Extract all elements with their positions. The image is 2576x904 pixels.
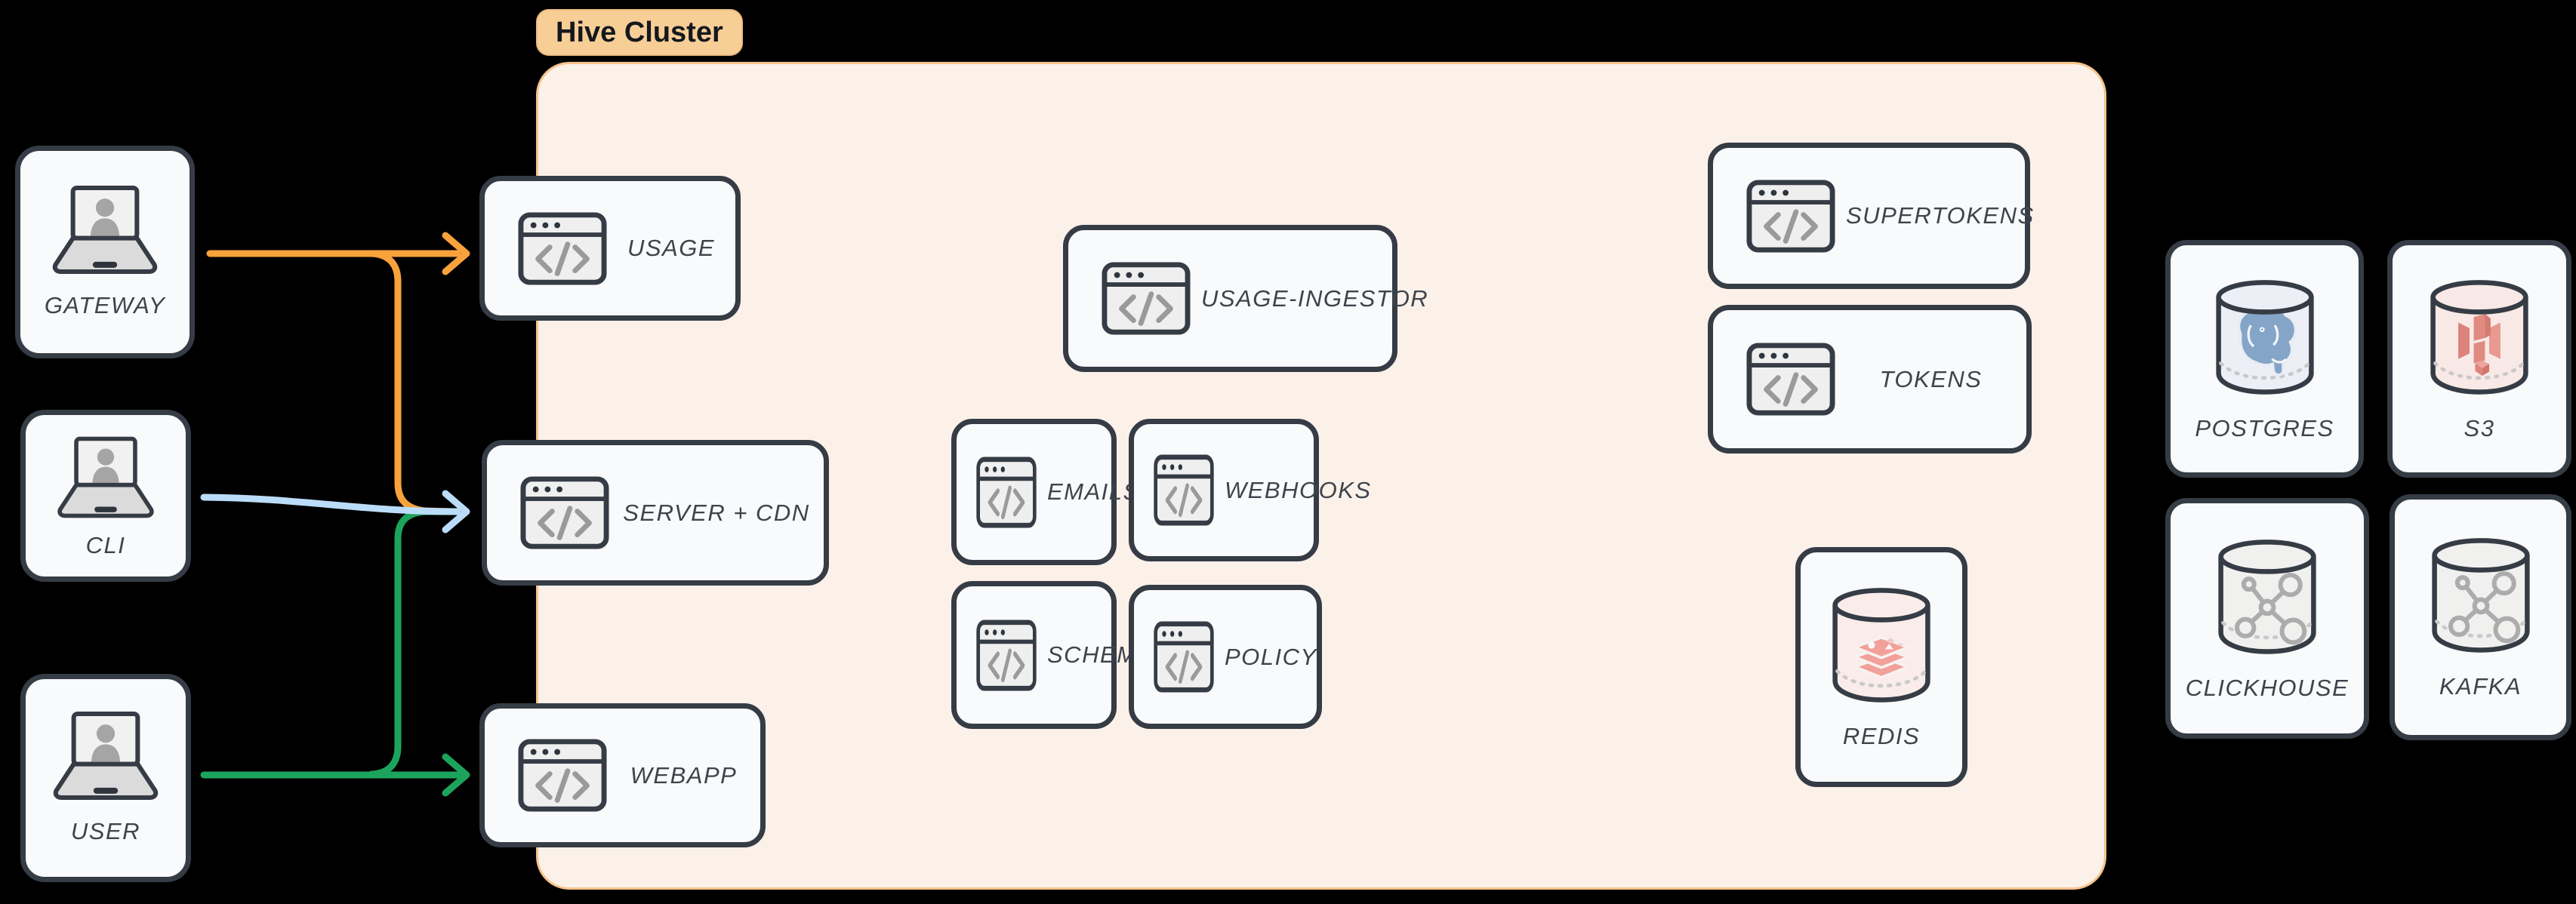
node-postgres: POSTGRES <box>2165 240 2364 478</box>
node-emails-label: EMAILS <box>1047 478 1140 505</box>
node-webhooks: WEBHOOKS <box>1129 419 1370 561</box>
node-cli-label: CLI <box>85 531 126 558</box>
laptop-user-icon <box>53 436 159 518</box>
node-gateway-label: GATEWAY <box>44 291 166 318</box>
code-window-icon <box>1746 343 1835 416</box>
arrow-cli-server-cdn <box>200 494 461 515</box>
code-window-icon <box>976 619 1037 691</box>
code-window-icon <box>976 456 1037 528</box>
node-tokens-label: TOKENS <box>1879 365 1983 392</box>
node-usage: USAGE <box>479 176 741 321</box>
laptop-user-icon <box>48 185 162 274</box>
node-cli: CLI <box>20 410 191 582</box>
node-user: USER <box>20 674 191 882</box>
node-kafka: KAFKA <box>2390 494 2571 740</box>
code-window-icon <box>520 476 609 549</box>
s3-database-icon <box>2427 276 2532 397</box>
arrow-user-server-cdn <box>368 508 455 778</box>
clickhouse-database-icon <box>2214 536 2320 656</box>
code-window-icon <box>1154 621 1214 693</box>
node-supertokens: SUPERTOKENS <box>1708 143 2033 289</box>
hive-cluster-badge-label: Hive Cluster <box>556 16 723 48</box>
node-usage-label: USAGE <box>627 235 716 261</box>
node-policy: POLICY <box>1129 585 1322 729</box>
node-emails: EMAILS <box>951 419 1139 565</box>
arrow-gateway-server-cdn <box>368 250 455 515</box>
code-window-icon <box>518 739 607 812</box>
node-user-label: USER <box>70 817 141 844</box>
node-supertokens-label: SUPERTOKENS <box>1846 202 2035 229</box>
node-redis-label: REDIS <box>1842 723 1921 749</box>
code-window-icon <box>1102 262 1191 335</box>
arrowhead-server-cdn <box>442 490 470 533</box>
node-webapp-label: WEBAPP <box>630 761 738 789</box>
code-window-icon <box>1154 454 1214 526</box>
node-s3: S3 <box>2387 240 2571 478</box>
node-webhooks-label: WEBHOOKS <box>1225 476 1372 503</box>
node-gateway: GATEWAY <box>15 146 195 358</box>
node-webapp: WEBAPP <box>479 703 766 847</box>
code-window-icon <box>1746 179 1835 253</box>
node-server-cdn: SERVER + CDN <box>482 440 829 586</box>
node-usage-ingestor-label: USAGE-INGESTOR <box>1201 284 1429 312</box>
node-clickhouse: CLICKHOUSE <box>2165 498 2369 739</box>
kafka-database-icon <box>2428 534 2534 655</box>
redis-database-icon <box>1829 584 1934 705</box>
laptop-user-icon <box>48 711 163 800</box>
node-policy-label: POLICY <box>1225 643 1317 670</box>
node-schema: SCHEMA <box>951 581 1153 729</box>
node-kafka-label: KAFKA <box>2439 673 2522 700</box>
hive-cluster-badge: Hive Cluster <box>536 9 743 56</box>
node-clickhouse-label: CLICKHOUSE <box>2185 674 2350 701</box>
code-window-icon <box>518 211 607 285</box>
node-server-cdn-label: SERVER + CDN <box>623 499 810 526</box>
node-tokens: TOKENS <box>1708 305 2032 454</box>
arrowhead-usage <box>442 232 470 275</box>
node-redis: REDIS <box>1795 547 1967 787</box>
node-s3-label: S3 <box>2464 414 2495 441</box>
arrowhead-webapp <box>442 753 470 797</box>
node-usage-ingestor: USAGE-INGESTOR <box>1063 225 1428 372</box>
node-postgres-label: POSTGRES <box>2195 414 2334 441</box>
postgres-database-icon <box>2212 276 2318 397</box>
